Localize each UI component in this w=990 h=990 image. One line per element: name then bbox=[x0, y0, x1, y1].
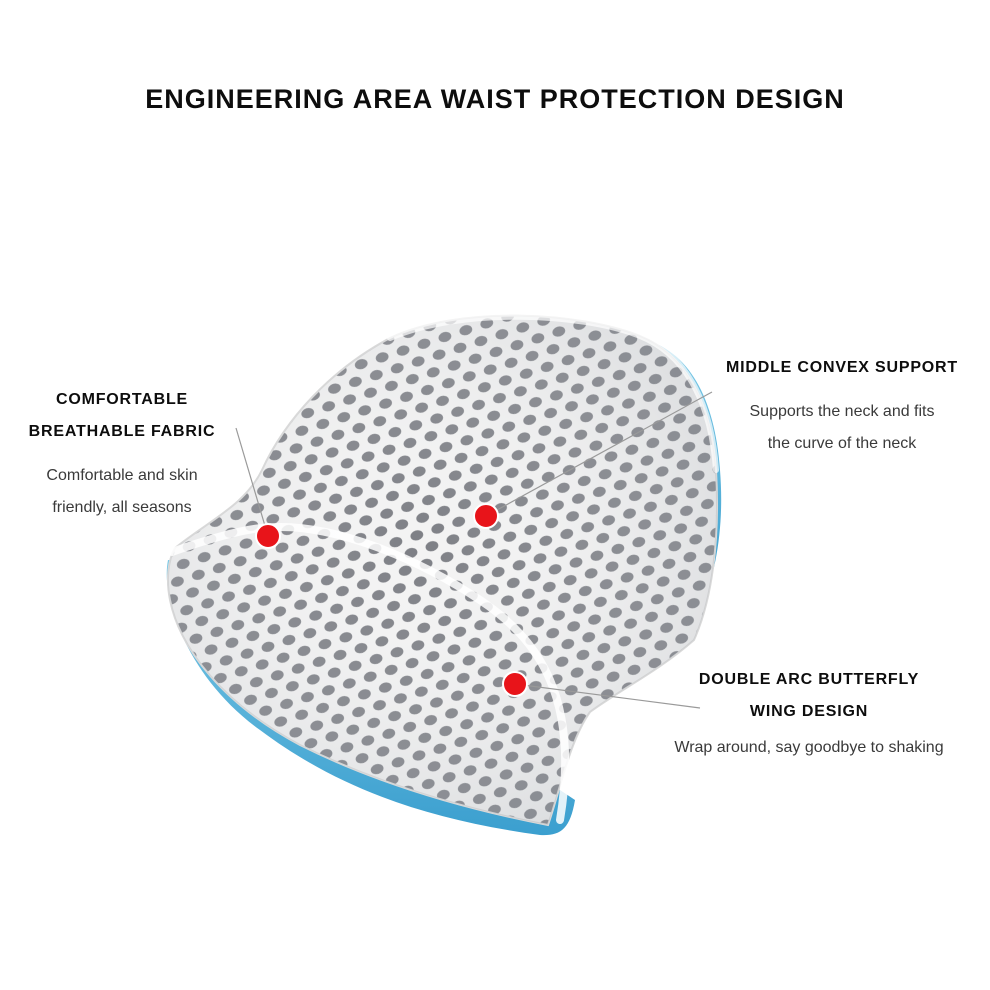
leader-line-bottom bbox=[514, 683, 701, 709]
callout-description: Comfortable and skin bbox=[46, 467, 198, 484]
callout-heading: WING DESIGN bbox=[749, 703, 869, 720]
callout-heading: COMFORTABLE bbox=[55, 391, 189, 408]
callout-description: Wrap around, say goodbye to shaking bbox=[674, 739, 944, 756]
marker-dot-left bbox=[255, 523, 281, 549]
marker-dot-middle bbox=[473, 503, 499, 529]
callout-description: Supports the neck and fits bbox=[749, 403, 935, 420]
leader-line-left bbox=[235, 427, 269, 537]
pillow-piping-top bbox=[387, 313, 719, 473]
pillow-piping-front bbox=[168, 523, 570, 824]
page-title: ENGINEERING AREA WAIST PROTECTION DESIGN bbox=[145, 84, 845, 114]
callout-heading: BREATHABLE FABRIC bbox=[28, 423, 216, 440]
callout-middle-convex-support: MIDDLE CONVEX SUPPORT Supports the neck … bbox=[702, 352, 982, 460]
callout-heading: DOUBLE ARC BUTTERFLY bbox=[698, 671, 920, 688]
callout-description: the curve of the neck bbox=[767, 435, 917, 452]
callout-breathable-fabric: COMFORTABLE BREATHABLE FABRIC Comfortabl… bbox=[8, 384, 236, 524]
callout-butterfly-wing-design: DOUBLE ARC BUTTERFLY WING DESIGN Wrap ar… bbox=[644, 664, 974, 764]
callout-description: friendly, all seasons bbox=[52, 499, 192, 516]
marker-dot-bottom bbox=[502, 671, 528, 697]
leader-line-middle bbox=[485, 391, 713, 517]
callout-heading: MIDDLE CONVEX SUPPORT bbox=[726, 359, 958, 376]
